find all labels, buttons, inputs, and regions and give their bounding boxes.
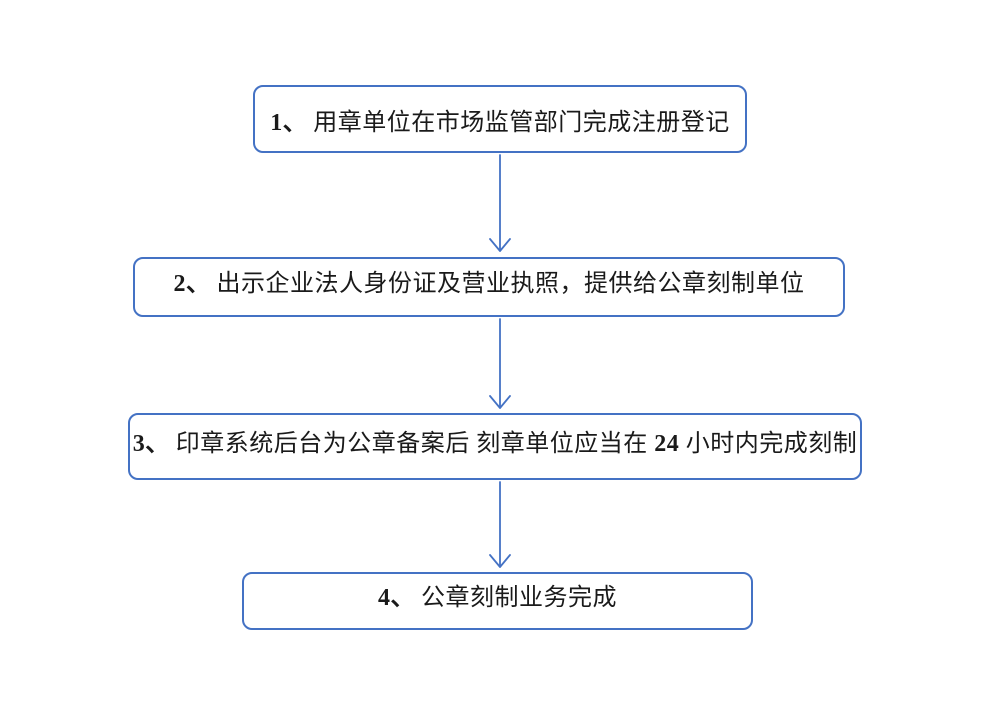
step-label: 印章系统后台为公章备案后 刻章单位应当在 24 小时内完成刻制: [176, 423, 858, 458]
step-label-text: 印章系统后台为公章备案后 刻章单位应当在: [175, 430, 655, 457]
arrow-down-icon: [489, 154, 511, 252]
flow-step-1: 1、 用章单位在市场监管部门完成注册登记: [253, 85, 747, 153]
step-number: 1、: [270, 109, 308, 136]
step-label-hours: 24: [654, 430, 680, 457]
step-number: 3、: [132, 430, 170, 457]
step-label: 出示企业法人身份证及营业执照，提供给公章刻制单位: [216, 271, 805, 297]
arrow-down-icon: [489, 481, 511, 568]
flow-step-3: 3、 印章系统后台为公章备案后 刻章单位应当在 24 小时内完成刻制: [128, 413, 862, 480]
step-label: 公章刻制业务完成: [421, 585, 617, 611]
step-label: 用章单位在市场监管部门完成注册登记: [313, 109, 730, 136]
step-number: 4、: [378, 585, 415, 611]
step-number: 2、: [173, 271, 211, 297]
arrow-down-icon: [489, 318, 511, 409]
flow-step-2: 2、 出示企业法人身份证及营业执照，提供给公章刻制单位: [133, 257, 845, 317]
flow-step-4: 4、 公章刻制业务完成: [242, 572, 753, 630]
step-label-text: 小时内完成刻制: [679, 430, 858, 457]
